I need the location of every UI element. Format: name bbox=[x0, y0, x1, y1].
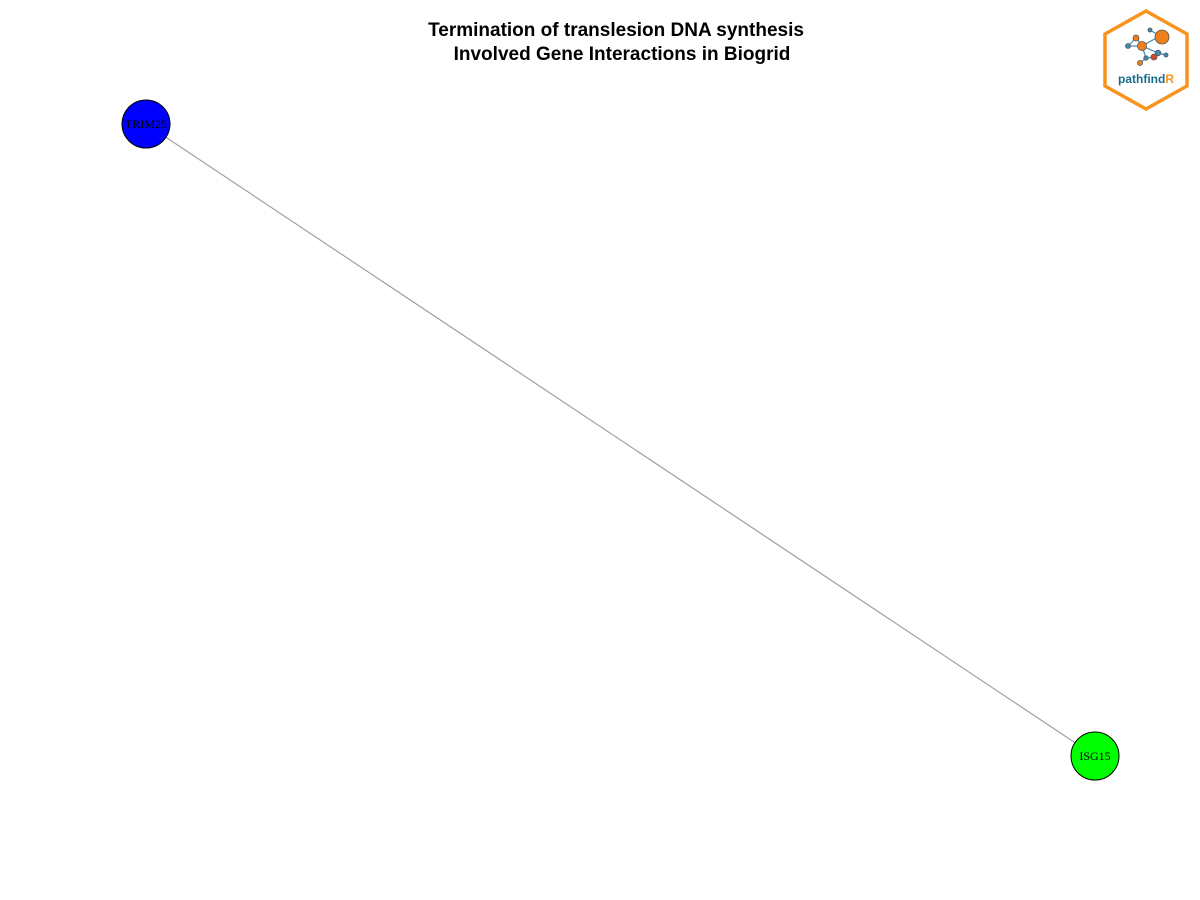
node-circle-trim25 bbox=[121, 99, 171, 149]
edge-trim25-isg15 bbox=[145, 123, 1096, 757]
logo-network-nodes bbox=[1125, 27, 1170, 66]
plot-title-line-1: Termination of translesion DNA synthesis bbox=[428, 20, 804, 41]
logo-text-main: pathfind bbox=[1118, 72, 1165, 86]
logo-wordmark: pathfindR bbox=[1118, 72, 1174, 86]
plot-title-line-2: Involved Gene Interactions in Biogrid bbox=[453, 44, 791, 65]
node-circle-isg15 bbox=[1070, 731, 1120, 781]
pathfindr-logo: pathfindR bbox=[1103, 8, 1189, 112]
node-label-isg15: ISG15 bbox=[1079, 749, 1110, 763]
logo-text-accent: R bbox=[1165, 72, 1174, 86]
node-label-trim25: TRIM25 bbox=[125, 117, 167, 131]
node-isg15: ISG15 bbox=[1070, 731, 1120, 781]
node-trim25: TRIM25 bbox=[121, 99, 171, 149]
